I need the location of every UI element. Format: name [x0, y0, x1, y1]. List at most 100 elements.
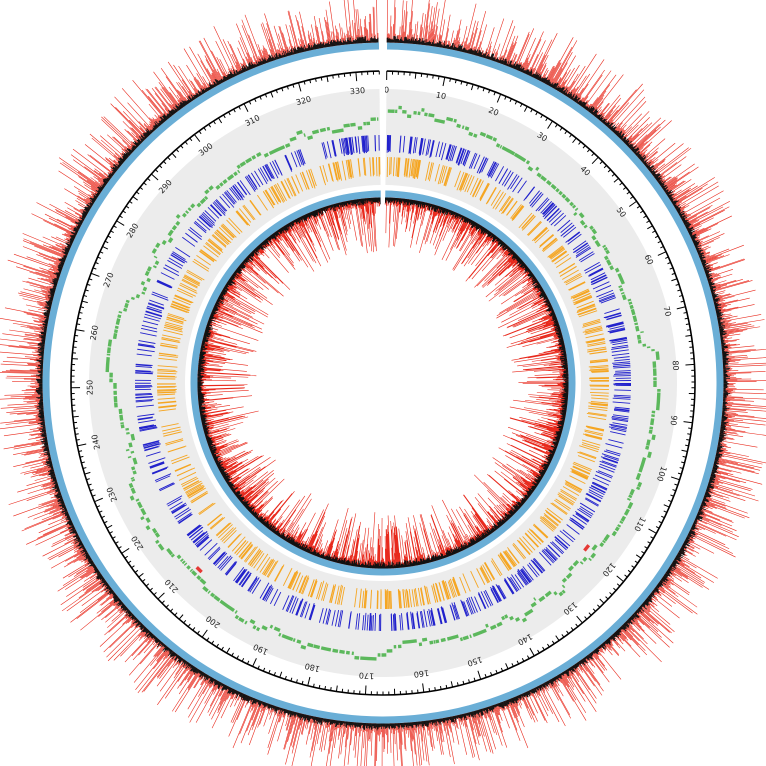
gene-feature: [630, 308, 636, 316]
gene-feature: [553, 591, 558, 596]
gene-feature: [245, 157, 253, 164]
gene-feature: [446, 634, 459, 641]
gene-feature: [626, 497, 631, 501]
gene-feature: [175, 220, 181, 226]
gene-feature: [472, 628, 487, 637]
gene-feature: [161, 239, 167, 246]
gene-feature: [175, 214, 181, 219]
gene-feature: [130, 487, 136, 495]
gene-feature: [620, 291, 625, 295]
gene-feature: [655, 392, 661, 411]
gene-feature: [190, 203, 196, 209]
gene-feature: [628, 494, 633, 499]
inner-signal-coverage-band: [190, 190, 576, 576]
gene-feature: [602, 539, 606, 544]
gene-feature: [113, 329, 118, 334]
gene-feature: [296, 130, 303, 136]
gene-feature: [135, 498, 140, 502]
gene-feature: [434, 118, 446, 124]
gene-feature: [114, 325, 119, 330]
gene-feature: [421, 637, 428, 642]
gene-feature: [485, 623, 489, 628]
gene-feature: [499, 144, 503, 149]
gene-feature: [146, 277, 151, 283]
gene-feature: [130, 450, 135, 454]
gene-feature: [591, 544, 598, 551]
gene-feature: [136, 501, 143, 509]
gene-feature: [599, 542, 605, 548]
gene-feature: [428, 113, 435, 118]
gene-feature: [167, 237, 174, 244]
gene-feature: [573, 211, 578, 217]
gene-feature: [117, 314, 122, 319]
gene-feature: [453, 118, 457, 123]
gene-feature: [496, 621, 503, 628]
gene-feature: [207, 590, 211, 594]
gene-feature: [331, 128, 344, 134]
gene-feature: [605, 249, 610, 255]
gene-feature: [568, 565, 574, 572]
gene-feature: [446, 116, 454, 122]
gene-feature: [187, 207, 192, 212]
gene-feature: [429, 640, 434, 645]
gene-feature: [621, 294, 627, 301]
gene-feature: [311, 129, 320, 135]
gene-feature: [424, 112, 428, 117]
gene-feature: [170, 553, 175, 558]
gene-feature: [645, 445, 650, 450]
gene-feature: [619, 287, 624, 292]
gene-feature: [142, 286, 148, 292]
gene-feature: [339, 649, 345, 654]
gene-feature: [591, 235, 597, 241]
gene-feature: [124, 302, 129, 309]
gene-feature: [256, 152, 262, 158]
gene-feature: [602, 244, 607, 249]
gene-feature: [527, 166, 534, 172]
gene-feature: [155, 539, 160, 545]
gene-feature: [646, 439, 651, 446]
gene-feature: [635, 325, 640, 332]
gene-feature: [609, 265, 614, 271]
gene-feature: [118, 408, 123, 415]
gene-feature: [632, 315, 638, 323]
gene-feature: [140, 507, 147, 516]
highlight-marker: [195, 566, 203, 574]
highlight-marker: [583, 544, 591, 552]
gene-feature: [473, 133, 478, 138]
gene-feature: [268, 145, 286, 156]
gene-feature: [171, 225, 178, 231]
gene-feature: [489, 624, 497, 630]
scale-tick-label: 260: [89, 325, 100, 342]
gene-feature: [623, 508, 630, 516]
gene-feature: [226, 174, 235, 181]
gene-feature: [538, 595, 546, 603]
gene-feature: [533, 597, 537, 601]
gene-feature: [606, 259, 612, 266]
gene-feature: [636, 486, 641, 491]
gene-feature: [513, 152, 527, 163]
gene-feature: [153, 255, 158, 259]
gene-feature: [536, 172, 542, 178]
gene-feature: [186, 565, 191, 570]
scale-tick-label: 10: [435, 90, 447, 101]
gene-feature: [343, 123, 350, 128]
gene-feature: [468, 131, 474, 137]
gene-feature: [112, 332, 118, 340]
gene-feature: [603, 246, 608, 251]
gene-feature: [215, 184, 221, 190]
gene-feature: [157, 543, 165, 551]
outer-signal-spike-core: [35, 35, 731, 731]
gene-feature: [132, 470, 137, 475]
gene-feature: [561, 589, 566, 594]
gene-feature: [152, 265, 157, 269]
background-rings: [89, 89, 678, 677]
gene-feature: [583, 224, 588, 229]
gene-feature: [619, 520, 624, 524]
gene-feature: [119, 414, 124, 421]
gene-feature: [128, 442, 133, 448]
gene-feature: [296, 639, 302, 644]
gene-feature: [561, 584, 566, 589]
gene-feature: [572, 559, 580, 567]
origin-gap-line: [381, 0, 385, 203]
